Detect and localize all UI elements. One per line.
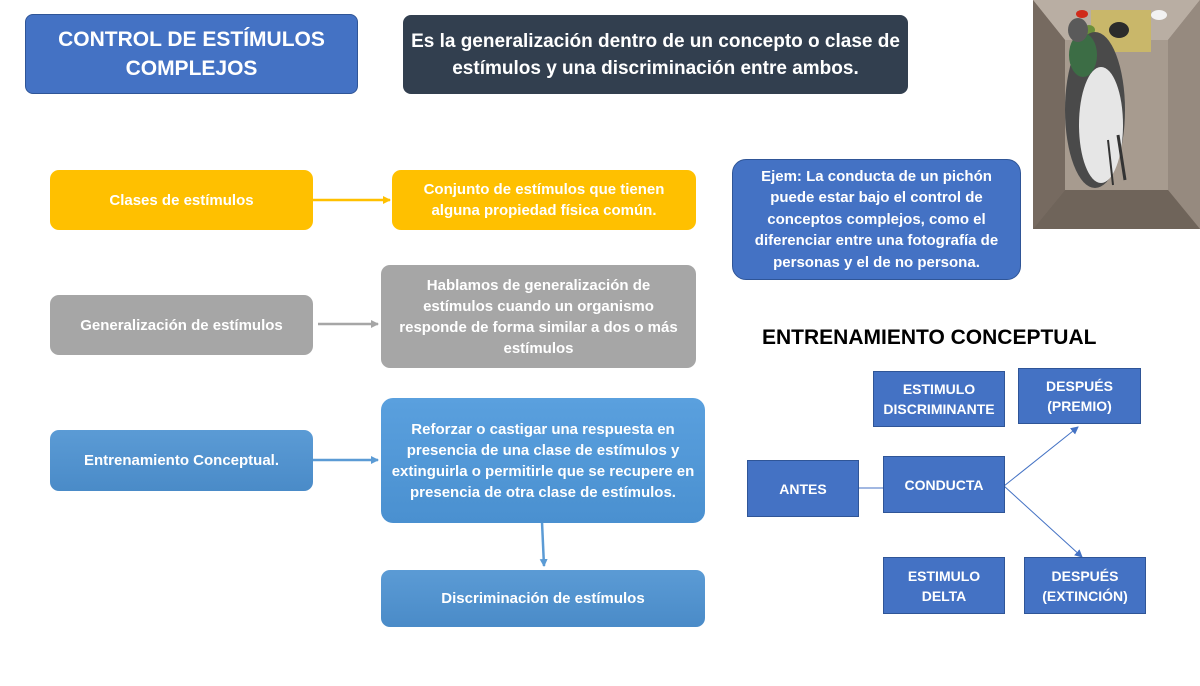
entrenamiento-desc: Reforzar o castigar una respuesta en pre… <box>381 398 705 523</box>
generalizacion-box: Generalización de estímulos <box>50 295 313 355</box>
example-box: Ejem: La conducta de un pichón puede est… <box>732 159 1021 280</box>
entrenamiento-box: Entrenamiento Conceptual. <box>50 430 313 491</box>
arrow-premio <box>1003 426 1079 487</box>
conducta-box: CONDUCTA <box>883 456 1005 513</box>
estimulo-discriminante-box: ESTIMULO DISCRIMINANTE <box>873 371 1005 427</box>
clases-estimulos-desc: Conjunto de estímulos que tienen alguna … <box>392 170 696 230</box>
generalizacion-desc: Hablamos de generalización de estímulos … <box>381 265 696 368</box>
antes-box: ANTES <box>747 460 859 517</box>
despues-extincion-box: DESPUÉS (EXTINCIÓN) <box>1024 557 1146 614</box>
discriminacion-box: Discriminación de estímulos <box>381 570 705 627</box>
conceptual-heading: ENTRENAMIENTO CONCEPTUAL <box>762 326 1097 349</box>
page-title: CONTROL DE ESTÍMULOS COMPLEJOS <box>25 14 358 94</box>
definition-box: Es la generalización dentro de un concep… <box>403 15 908 94</box>
arrow-extincion <box>1003 485 1083 558</box>
despues-premio-box: DESPUÉS (PREMIO) <box>1018 368 1141 424</box>
pigeon-photo <box>1033 0 1200 229</box>
arrow-discriminacion <box>539 521 548 567</box>
estimulo-delta-box: ESTIMULO DELTA <box>883 557 1005 614</box>
clases-estimulos-box: Clases de estímulos <box>50 170 313 230</box>
